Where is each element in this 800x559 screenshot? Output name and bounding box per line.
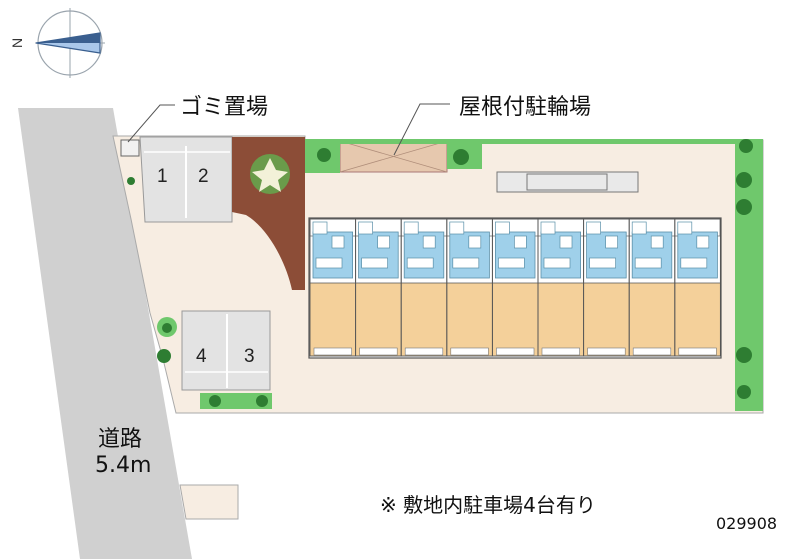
- road-name-label: 道路: [98, 427, 142, 452]
- apartment-building: [308, 217, 722, 359]
- apartment-unit: [537, 218, 585, 357]
- parking-note: ※ 敷地内駐車場4台有り: [380, 493, 596, 517]
- parking-space-1: 1: [157, 166, 168, 187]
- top-hedge: [305, 139, 763, 144]
- apartment-unit: [628, 218, 676, 357]
- apartment-unit: [583, 218, 630, 357]
- road-width-label: 5.4m: [95, 453, 151, 478]
- bicycle-leader-line: [393, 103, 450, 156]
- parking-space-4: 4: [196, 346, 207, 367]
- apartment-unit: [491, 218, 539, 357]
- bicycle-parking-label: 屋根付駐輪場: [459, 95, 591, 120]
- compass: N: [9, 8, 105, 78]
- corner-lot: [179, 484, 239, 520]
- apartment-unit: [674, 218, 721, 357]
- property-code: 029908: [716, 514, 777, 533]
- stairs: [496, 171, 639, 193]
- garbage-leader-line: [127, 104, 175, 143]
- flower-icon: [252, 158, 288, 192]
- compass-north-label: N: [9, 38, 25, 48]
- garbage-area: [120, 139, 140, 157]
- parking-space-2: 2: [198, 166, 209, 187]
- trees: [127, 139, 753, 409]
- road: [18, 108, 192, 559]
- parking-space-3: 3: [244, 346, 255, 367]
- apartment-unit: [309, 218, 357, 357]
- apartment-unit: [446, 218, 493, 357]
- garbage-area-label: ゴミ置場: [180, 95, 268, 120]
